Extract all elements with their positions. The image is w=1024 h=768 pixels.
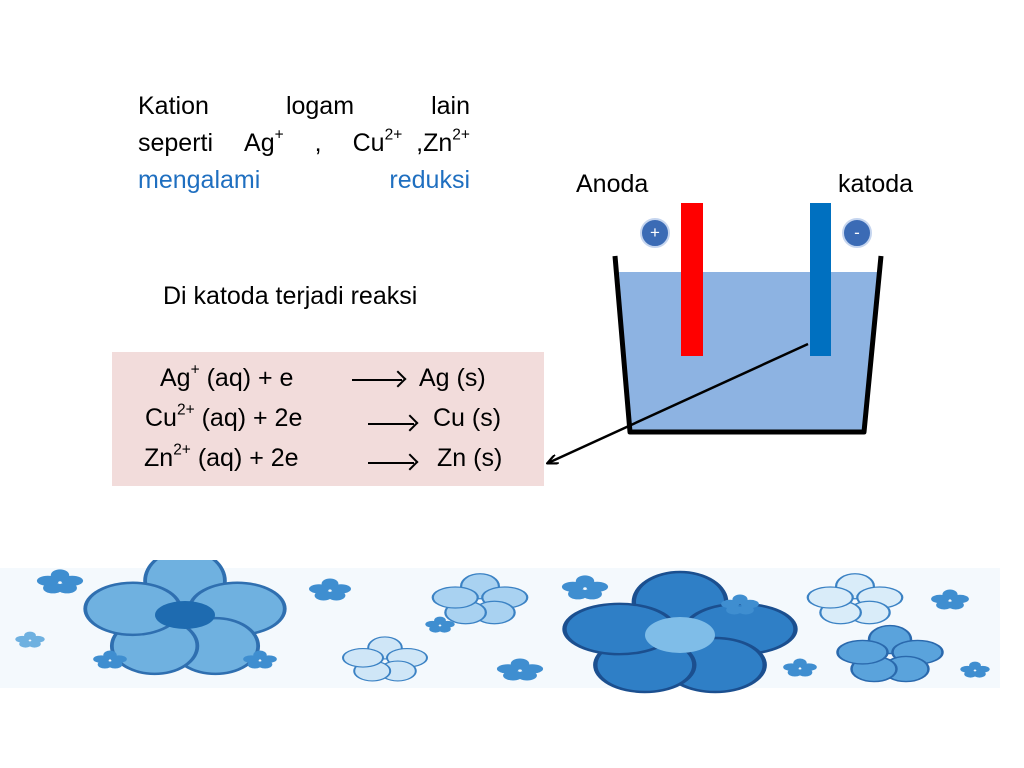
cathode-negative-sign: - bbox=[842, 218, 872, 248]
intro-line-1: Kation logam lain bbox=[138, 88, 470, 125]
intro-word: logam bbox=[285, 92, 355, 120]
reaction-lhs: Zn2+ (aq) + 2e bbox=[144, 441, 299, 472]
intro-line-3: mengalami reduksi bbox=[138, 162, 470, 199]
reaction-rhs: Ag (s) bbox=[419, 364, 486, 392]
comma: , bbox=[314, 129, 322, 157]
reaction-lhs: Ag+ (aq) + e bbox=[160, 361, 294, 392]
copper-zinc-ions: Cu2+ ,Zn2+ bbox=[352, 126, 470, 157]
cathode-electrode bbox=[810, 203, 831, 356]
anode-positive-sign: + bbox=[640, 218, 670, 248]
reaction-lhs: Cu2+ (aq) + 2e bbox=[145, 401, 303, 432]
electrolyte-solution bbox=[619, 272, 879, 432]
reaction-arrow bbox=[352, 379, 402, 381]
cathode-reaction-heading: Di katoda terjadi reaksi bbox=[163, 282, 418, 310]
reaction-arrow bbox=[368, 462, 414, 464]
intro-word: mengalami bbox=[138, 166, 261, 194]
intro-paragraph: Kation logam lain seperti Ag+ , Cu2+ ,Zn… bbox=[138, 88, 470, 199]
beaker bbox=[612, 255, 884, 435]
reaction-rhs: Cu (s) bbox=[433, 404, 502, 432]
intro-word: seperti bbox=[138, 129, 214, 157]
intro-word: lain bbox=[431, 92, 470, 120]
intro-word: reduksi bbox=[389, 166, 470, 194]
flower-banner-decoration bbox=[0, 560, 1000, 695]
reaction-rhs: Zn (s) bbox=[437, 444, 503, 472]
flower-center-icon bbox=[645, 617, 715, 653]
anode-electrode bbox=[681, 203, 703, 356]
cathode-label: katoda bbox=[838, 170, 914, 198]
intro-word: Kation bbox=[138, 92, 209, 120]
reaction-arrow bbox=[368, 423, 414, 425]
anode-label: Anoda bbox=[576, 170, 649, 198]
intro-line-2: seperti Ag+ , Cu2+ ,Zn2+ bbox=[138, 125, 470, 162]
flower-center-icon bbox=[155, 601, 215, 629]
reaction-box: Ag+ (aq) + e Ag (s) Cu2+ (aq) + 2e Cu (s… bbox=[112, 352, 544, 486]
silver-ion: Ag+ bbox=[244, 126, 284, 157]
pointer-arrow bbox=[548, 342, 809, 463]
